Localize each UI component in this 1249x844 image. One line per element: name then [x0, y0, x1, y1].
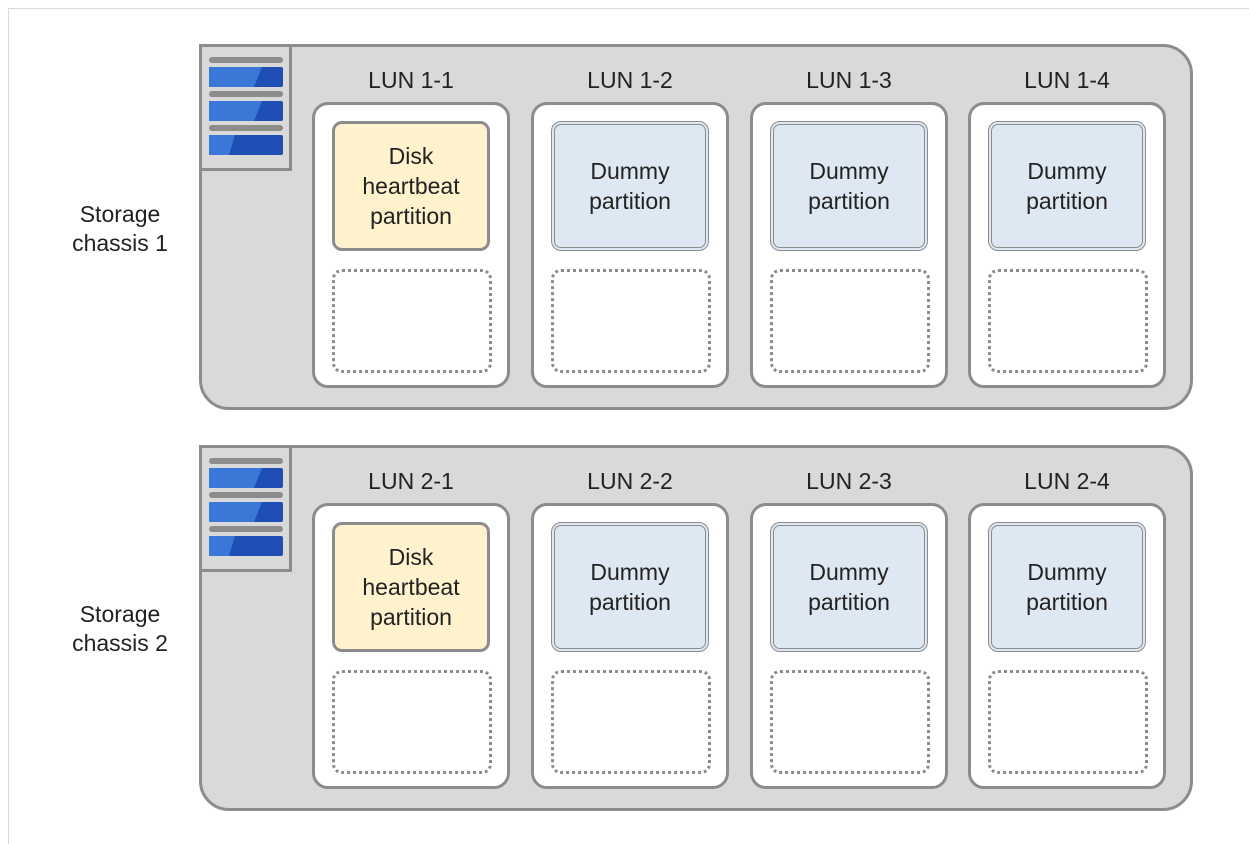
lun-title: LUN 1-3 — [806, 67, 892, 93]
lun-box: Dummy partition — [750, 503, 948, 789]
lun-box: Dummy partition — [968, 503, 1166, 789]
dummy-partition: Dummy partition — [551, 121, 709, 251]
empty-partition-slot — [551, 670, 711, 774]
partition-label: Dummy partition — [1026, 559, 1108, 615]
lun-box: Dummy partition — [750, 102, 948, 388]
dummy-partition: Dummy partition — [770, 121, 928, 251]
dummy-partition: Dummy partition — [988, 121, 1146, 251]
partition-label: Dummy partition — [589, 158, 671, 214]
chassis-label: Storage chassis 2 — [72, 601, 168, 656]
partition-label: Dummy partition — [808, 559, 890, 615]
lun-box: Disk heartbeat partition — [312, 102, 510, 388]
partition-label: Dummy partition — [589, 559, 671, 615]
storage-array-icon — [199, 445, 292, 572]
dummy-partition: Dummy partition — [551, 522, 709, 652]
lun-box: Disk heartbeat partition — [312, 503, 510, 789]
lun-box: Dummy partition — [531, 503, 729, 789]
partition-label: Dummy partition — [1026, 158, 1108, 214]
lun-title: LUN 2-2 — [587, 468, 673, 494]
chassis-label: Storage chassis 1 — [72, 201, 168, 256]
empty-partition-slot — [332, 269, 492, 373]
lun-title: LUN 2-4 — [1024, 468, 1110, 494]
dummy-partition: Dummy partition — [770, 522, 928, 652]
empty-partition-slot — [551, 269, 711, 373]
empty-partition-slot — [988, 670, 1148, 774]
lun-title: LUN 2-3 — [806, 468, 892, 494]
frame-border-top — [8, 8, 1249, 9]
lun-title: LUN 1-4 — [1024, 67, 1110, 93]
lun-title: LUN 2-1 — [368, 468, 454, 494]
empty-partition-slot — [770, 269, 930, 373]
lun-title: LUN 1-2 — [587, 67, 673, 93]
heartbeat-partition: Disk heartbeat partition — [332, 121, 490, 251]
dummy-partition: Dummy partition — [988, 522, 1146, 652]
empty-partition-slot — [770, 670, 930, 774]
empty-partition-slot — [988, 269, 1148, 373]
partition-label: Dummy partition — [808, 158, 890, 214]
storage-array-icon — [199, 44, 292, 171]
partition-label: Disk heartbeat partition — [362, 544, 460, 630]
lun-box: Dummy partition — [968, 102, 1166, 388]
heartbeat-partition: Disk heartbeat partition — [332, 522, 490, 652]
lun-title: LUN 1-1 — [368, 67, 454, 93]
lun-box: Dummy partition — [531, 102, 729, 388]
partition-label: Disk heartbeat partition — [362, 143, 460, 229]
empty-partition-slot — [332, 670, 492, 774]
frame-border-left — [8, 8, 9, 844]
